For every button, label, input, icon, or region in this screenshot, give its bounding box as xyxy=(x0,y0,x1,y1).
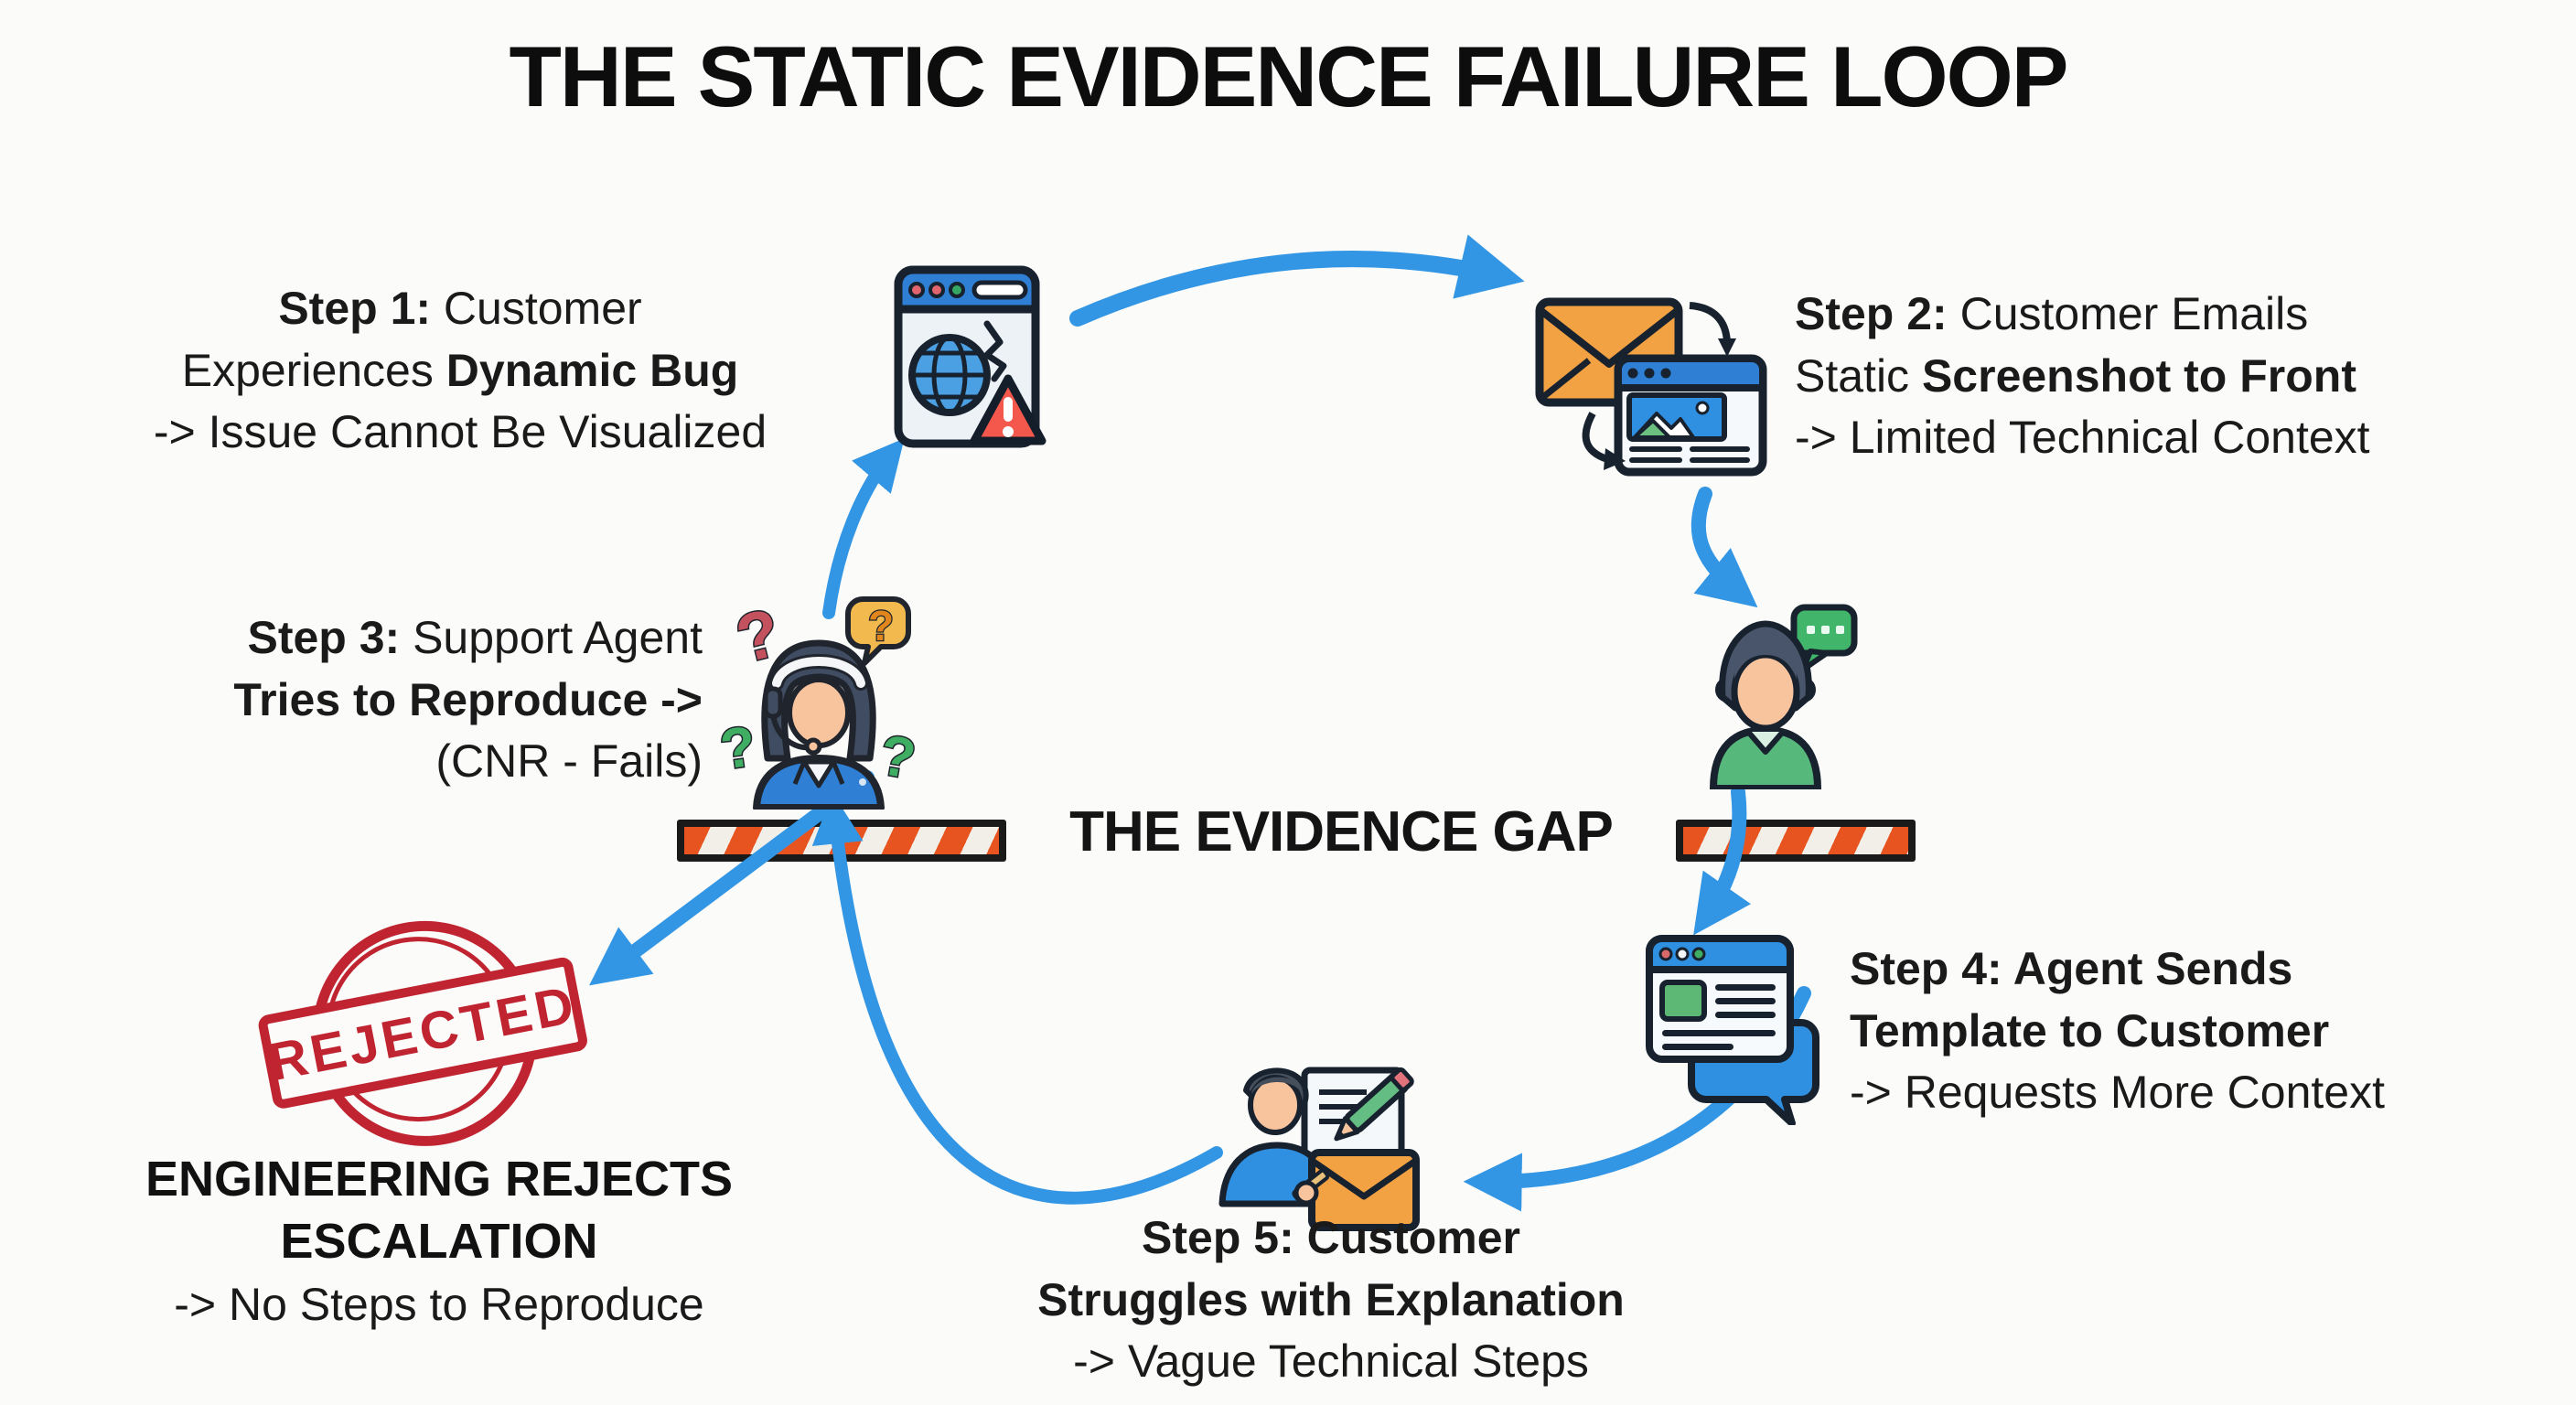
broken-website-warning-icon xyxy=(892,263,1057,460)
template-document-chat-icon xyxy=(1642,931,1825,1127)
svg-text:?: ? xyxy=(868,602,894,649)
step-3-label: Step 3: Support Agent Tries to Reproduce… xyxy=(233,612,703,787)
svg-text:?: ? xyxy=(875,724,920,792)
page-title: THE STATIC EVIDENCE FAILURE LOOP xyxy=(509,28,2069,124)
email-screenshot-exchange-icon xyxy=(1532,293,1770,480)
svg-text:?: ? xyxy=(716,714,759,782)
arrow-step1-to-step2 xyxy=(1069,234,1525,327)
arrow-step5-to-step3 xyxy=(811,792,1223,1205)
arrow-step2-to-reply xyxy=(1690,487,1758,608)
rejection-line-3: -> No Steps to Reproduce xyxy=(174,1279,704,1330)
step-4-label: Step 4: Agent Sends Template to Customer… xyxy=(1850,943,2385,1118)
rejection-line-1: ENGINEERING REJECTS xyxy=(145,1152,734,1207)
step-1-label: Step 1: Customer Experiences Dynamic Bug… xyxy=(153,283,767,457)
arrow-reply-to-step4 xyxy=(1693,785,1752,936)
support-agent-headset-questions-icon: ? ? ? ? xyxy=(715,590,921,811)
step-2-label: Step 2: Customer Emails Static Screensho… xyxy=(1795,288,2370,463)
stamp-text: REJECTED xyxy=(263,973,583,1092)
barrier-right-icon xyxy=(1676,820,1916,862)
customer-writing-email-icon xyxy=(1215,1050,1427,1233)
arrow-step3-to-rejected xyxy=(589,770,875,986)
rejection-label: ENGINEERING REJECTS ESCALATION -> No Ste… xyxy=(87,1149,791,1331)
customer-speech-bubble-icon xyxy=(1697,602,1862,792)
step-5-label: Step 5: Customer Struggles with Explanat… xyxy=(1037,1212,1625,1387)
arrow-step3-to-step1 xyxy=(822,438,905,619)
evidence-gap-label: THE EVIDENCE GAP xyxy=(1069,800,1614,863)
rejection-line-2: ESCALATION xyxy=(280,1213,598,1269)
